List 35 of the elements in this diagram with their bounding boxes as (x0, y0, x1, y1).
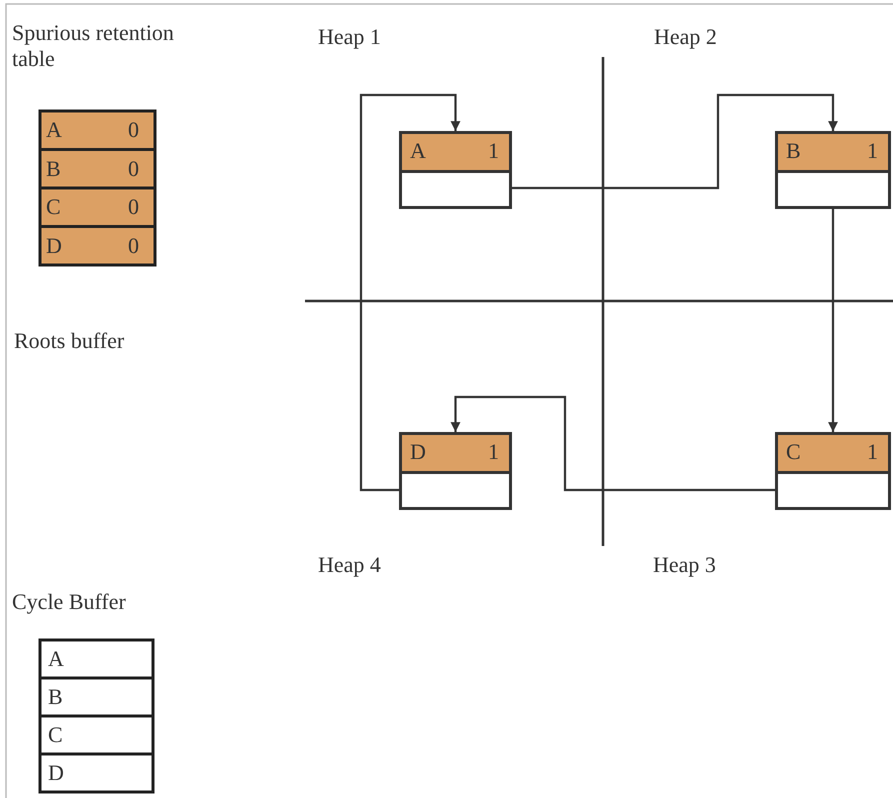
table-cell: B (46, 156, 61, 182)
object-name: D (410, 439, 426, 465)
object-record (775, 131, 891, 209)
buffer-title: Cycle Buffer (12, 589, 126, 615)
table-title: Spurious retention table (12, 20, 175, 72)
reference-count: 1 (867, 138, 878, 164)
object-record (399, 432, 512, 510)
pointer-arrow (828, 209, 838, 432)
reference-count: 1 (867, 439, 878, 465)
quadrant-label: Heap 2 (654, 24, 717, 50)
table-cell: A (46, 117, 62, 143)
reference-count: 1 (488, 439, 499, 465)
table-cell: 0 (128, 156, 139, 182)
reference-count: 1 (488, 138, 499, 164)
object-name: C (786, 439, 801, 465)
table-cell: 0 (128, 194, 139, 220)
object-record (775, 432, 891, 510)
table-cell: D (46, 232, 62, 258)
object-record (399, 131, 512, 209)
table-cell: 0 (128, 232, 139, 258)
object-name: A (410, 138, 426, 164)
quadrant-label: Heap 4 (318, 552, 381, 578)
table-cell: B (48, 684, 63, 710)
object-name: B (786, 138, 801, 164)
quadrant-label: Heap 3 (653, 552, 716, 578)
table-cell: C (46, 194, 61, 220)
buffer-title: Roots buffer (14, 328, 124, 354)
pointer-arrow (512, 94, 838, 190)
table-cell: A (48, 646, 64, 672)
table-cell: 0 (128, 117, 139, 143)
pointer-arrow (450, 396, 775, 492)
pointer-arrow (360, 94, 460, 492)
quadrant-label: Heap 1 (318, 24, 381, 50)
table-cell: D (48, 760, 64, 786)
table-cell: C (48, 722, 63, 748)
